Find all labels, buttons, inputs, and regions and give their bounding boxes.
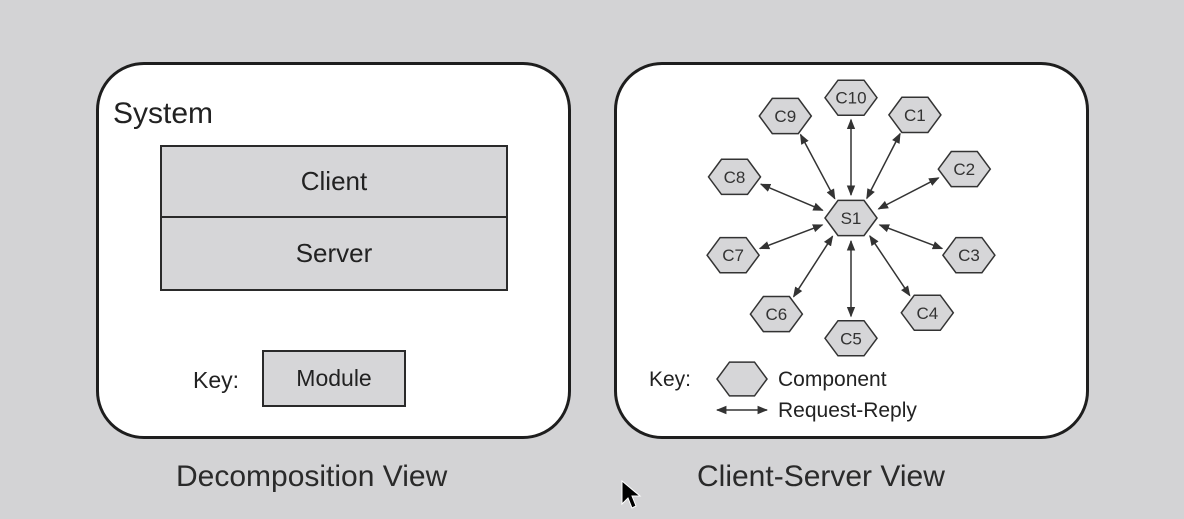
decomposition-view-panel: System Client Server Key: Module bbox=[96, 62, 571, 439]
client-node-c5-label: C5 bbox=[840, 329, 862, 348]
server-node-s1-label: S1 bbox=[841, 209, 862, 228]
client-node-c8: C8 bbox=[707, 158, 762, 196]
client-module: Client bbox=[160, 145, 508, 218]
hexagon-icon bbox=[824, 319, 878, 357]
key-component-label: Component bbox=[778, 368, 887, 391]
request-reply-connector bbox=[866, 132, 901, 200]
hexagon-icon bbox=[706, 236, 761, 274]
request-reply-connector bbox=[869, 235, 911, 297]
server-module: Server bbox=[160, 216, 508, 291]
client-node-c6: C6 bbox=[749, 295, 804, 333]
key-connector-label: Request-Reply bbox=[778, 399, 917, 422]
client-node-c3-label: C3 bbox=[958, 246, 980, 265]
request-reply-connector bbox=[759, 183, 824, 211]
client-server-view-caption: Client-Server View bbox=[697, 460, 945, 493]
client-node-c10-label: C10 bbox=[835, 89, 866, 108]
server-node-s1: S1 bbox=[824, 199, 878, 237]
hexagon-icon bbox=[937, 150, 992, 188]
request-reply-connector bbox=[799, 133, 836, 200]
request-reply-connector bbox=[878, 224, 944, 250]
client-node-c7-label: C7 bbox=[722, 246, 744, 265]
client-node-c2-label: C2 bbox=[953, 160, 975, 179]
hexagon-icon bbox=[824, 79, 878, 117]
hexagon-icon bbox=[707, 158, 762, 196]
client-node-c10: C10 bbox=[824, 79, 878, 117]
hexagon-icon bbox=[887, 96, 942, 134]
hexagon-icon bbox=[941, 236, 996, 274]
client-node-c4: C4 bbox=[900, 294, 955, 332]
hexagon-icon bbox=[758, 97, 813, 135]
key-module: Module bbox=[262, 350, 406, 407]
hexagon-icon bbox=[716, 361, 768, 397]
hexagon-icon bbox=[749, 295, 804, 333]
client-node-c1: C1 bbox=[887, 96, 942, 134]
request-reply-connector bbox=[792, 235, 834, 298]
client-node-c5: C5 bbox=[824, 319, 878, 357]
client-node-c3: C3 bbox=[941, 236, 996, 274]
client-node-c6-label: C6 bbox=[766, 305, 788, 324]
client-node-c1-label: C1 bbox=[904, 106, 926, 125]
client-node-c9-label: C9 bbox=[774, 107, 796, 126]
decomposition-view-caption: Decomposition View bbox=[176, 460, 448, 493]
client-node-c4-label: C4 bbox=[916, 304, 938, 323]
client-node-c8-label: C8 bbox=[724, 168, 746, 187]
key-label: Key: bbox=[193, 367, 240, 393]
client-node-c2: C2 bbox=[937, 150, 992, 188]
mouse-pointer-icon bbox=[621, 480, 642, 509]
hexagon-icon bbox=[900, 294, 955, 332]
client-node-c9: C9 bbox=[758, 97, 813, 135]
key-label-right: Key: bbox=[649, 368, 691, 391]
client-node-c7: C7 bbox=[706, 236, 761, 274]
request-reply-connector bbox=[877, 177, 940, 210]
hexagon-icon bbox=[824, 199, 878, 237]
system-label: System bbox=[113, 97, 214, 130]
request-reply-connector bbox=[758, 224, 824, 250]
